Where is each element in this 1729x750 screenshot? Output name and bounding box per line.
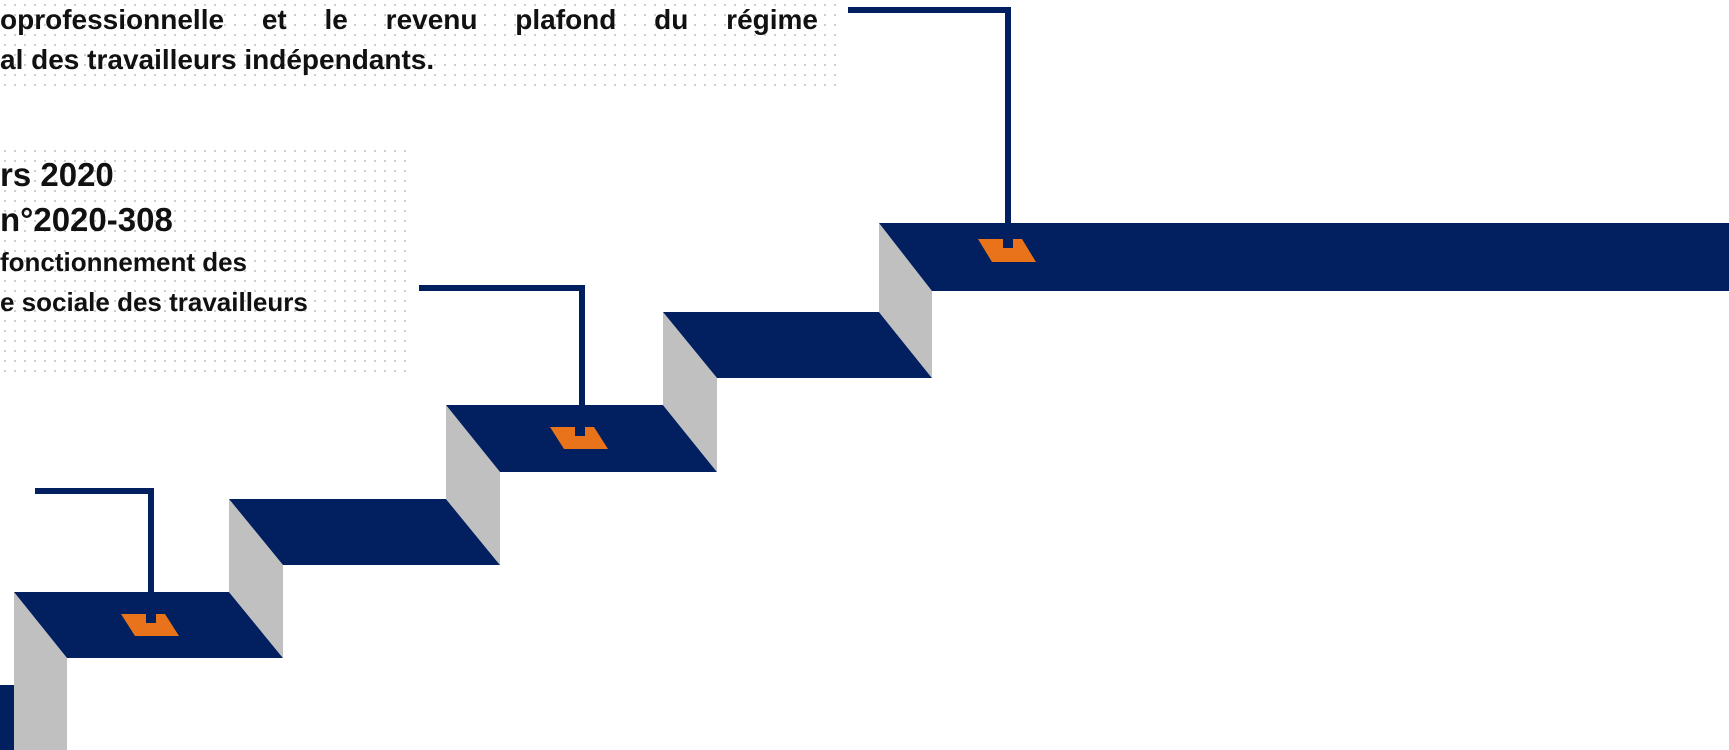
orange-step-marker-icon [978, 239, 1036, 262]
top-text-line-2: al des travailleurs indépendants. [0, 44, 435, 75]
step-5-top [879, 223, 1729, 291]
step-4-top [663, 312, 932, 378]
event-reference: n°2020-308 [0, 201, 173, 238]
connector-line-1 [35, 488, 154, 615]
event-description-line-1: fonctionnement des [0, 247, 248, 277]
step-5-side [879, 223, 932, 378]
step-2-top [229, 499, 500, 565]
top-text-block: oprofessionnelle et le revenu plafond du… [0, 0, 836, 80]
event-date: rs 2020 [0, 156, 114, 193]
connector-line-2 [419, 285, 585, 428]
middle-text-background [0, 146, 412, 374]
event-description-line-2: e sociale des travailleurs [0, 287, 308, 317]
middle-text-block: rs 2020 n°2020-308 fonctionnement des e … [0, 152, 308, 322]
step-2-side [229, 499, 283, 658]
orange-step-marker-icon [550, 427, 608, 449]
top-text-background [0, 0, 836, 92]
orange-step-marker-icon [121, 614, 179, 636]
step-3-side [446, 405, 500, 565]
top-text-line-1: oprofessionnelle et le revenu plafond du… [0, 4, 818, 35]
step-4-side [663, 312, 717, 472]
connector-line-3 [848, 7, 1011, 238]
step-1-side [14, 592, 67, 750]
